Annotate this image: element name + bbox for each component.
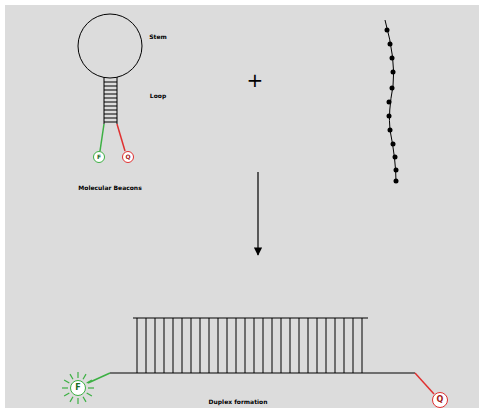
dye-circle: Q	[122, 151, 134, 163]
dye-circle: F	[70, 380, 86, 396]
dye-letter: F	[97, 154, 101, 160]
plus-sign: +	[247, 69, 264, 91]
molecular-beacon	[78, 14, 142, 151]
target-strand	[385, 20, 399, 184]
duplex	[88, 318, 434, 394]
background-panel	[5, 5, 479, 408]
dye-letter: Q	[437, 396, 444, 404]
part-label: Molecular Beacons	[78, 185, 141, 192]
reaction-arrow	[257, 172, 258, 255]
dye-letter: Q	[125, 154, 130, 160]
part-label: Stem	[149, 34, 167, 41]
dye-circle: Q	[432, 392, 448, 408]
part-label: Loop	[150, 93, 166, 100]
dye-letter: F	[75, 384, 80, 392]
fluorescence-burst	[62, 372, 94, 404]
dye-circle: F	[93, 151, 105, 163]
part-label: Duplex formation	[209, 399, 268, 406]
